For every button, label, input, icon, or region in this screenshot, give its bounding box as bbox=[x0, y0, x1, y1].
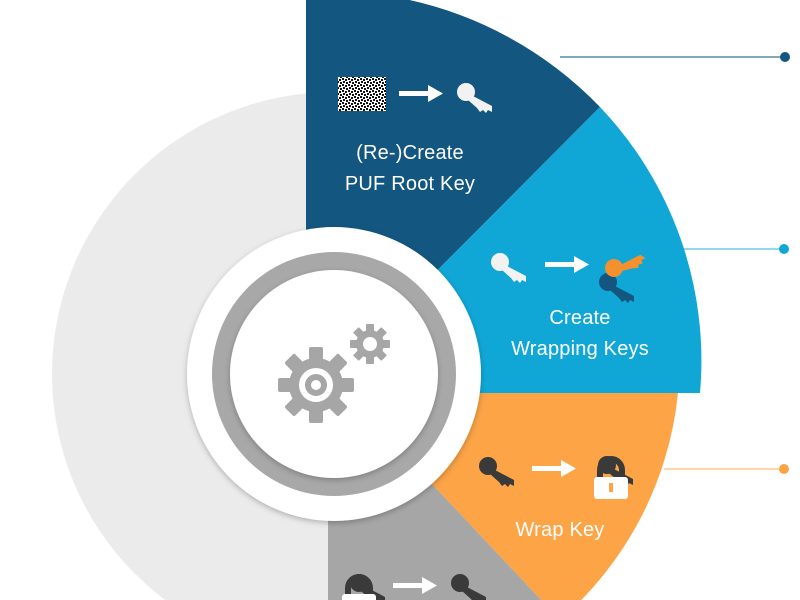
label-create-root-key: (Re-)Create PUF Root Key bbox=[330, 138, 490, 200]
connector-root-key bbox=[560, 52, 790, 62]
label-line-1: Create bbox=[549, 307, 611, 329]
wrapping-keys-icons bbox=[491, 241, 647, 303]
label-wrap-key: Wrap Key bbox=[490, 515, 630, 546]
connector-wrapping-keys bbox=[672, 244, 789, 254]
arrow-right-icon bbox=[545, 256, 589, 273]
label-line-1: Wrap Key bbox=[515, 519, 605, 541]
gears-icon bbox=[278, 324, 390, 423]
arrow-right-icon bbox=[393, 577, 437, 594]
arrow-right-icon bbox=[532, 460, 576, 477]
puf-noise-pattern-icon bbox=[338, 77, 386, 111]
label-create-wrapping-keys: Create Wrapping Keys bbox=[490, 303, 670, 365]
unwrap-key-icons bbox=[342, 574, 486, 600]
label-line-2: Wrapping Keys bbox=[511, 338, 649, 360]
label-line-1: (Re-)Create bbox=[356, 142, 464, 164]
label-line-2: PUF Root Key bbox=[344, 173, 476, 195]
root-key-icons bbox=[338, 77, 492, 113]
arrow-right-icon bbox=[399, 85, 443, 102]
locked-key-icon bbox=[594, 456, 633, 499]
locked-key-icon bbox=[342, 574, 385, 600]
wrap-key-icons bbox=[479, 456, 633, 499]
connector-wrap-key bbox=[664, 464, 789, 474]
